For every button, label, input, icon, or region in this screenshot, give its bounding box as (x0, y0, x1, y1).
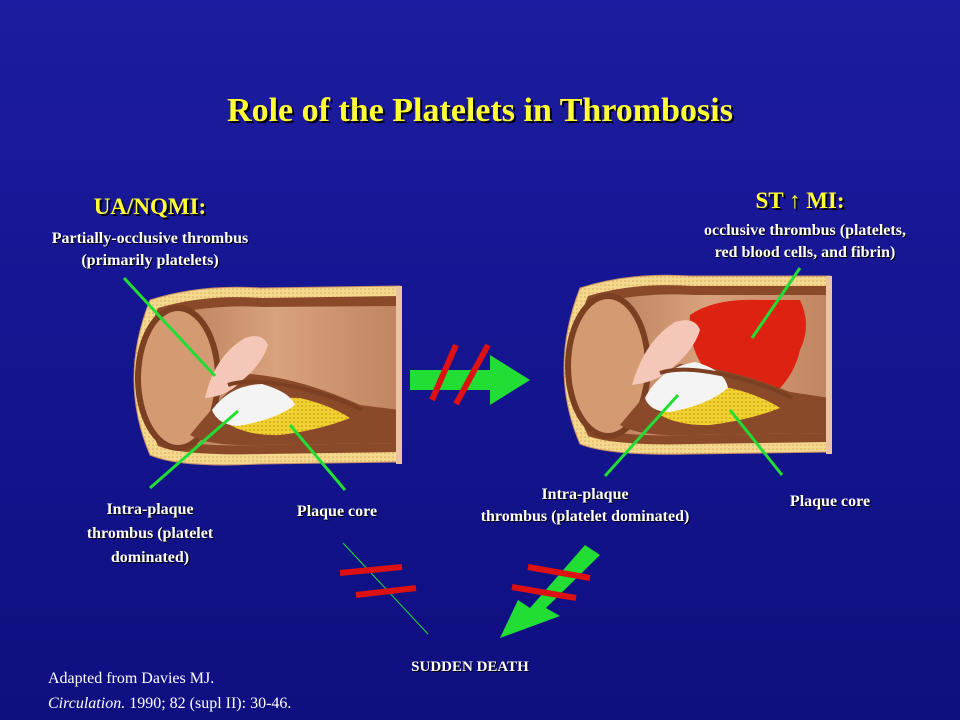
left-subheading-line1: Partially-occlusive thrombus (51, 230, 249, 247)
up-arrow-symbol: ↑ (788, 188, 801, 213)
sudden-death-label: SUDDEN DEATH (411, 659, 529, 675)
right-intra-plaque-label: Intra-plaque thrombus (platelet dominate… (430, 484, 740, 529)
blocked-mark-bottom (511, 564, 591, 601)
right-subheading-line1: occlusive thrombus (platelets, (704, 222, 906, 239)
citation-line2: Circulation. 1990; 82 (supl II): 30-46. (48, 692, 388, 717)
right-heading-prefix: ST (755, 188, 789, 213)
citation-details: 1990; 82 (supl II): 30-46. (125, 694, 292, 712)
left-sudden-death-line (342, 542, 429, 635)
right-subheading: occlusive thrombus (platelets, red blood… (650, 220, 960, 265)
blocked-mark-top (429, 343, 491, 406)
slide-title: Role of the Platelets in Thrombosis (227, 92, 733, 129)
right-subheading-line2: red blood cells, and fibrin) (714, 244, 896, 262)
right-heading: ST ↑ MI: (700, 188, 900, 214)
left-subheading-line2: (primarily platelets) (81, 252, 219, 270)
citation-line1: Adapted from Davies MJ. (48, 670, 215, 687)
left-plaque-core-label: Plaque core (296, 503, 378, 520)
citation: Adapted from Davies MJ. Circulation. 199… (48, 667, 388, 717)
connector-lines (122, 267, 802, 491)
left-intra-plaque-label: Intra-plaque thrombus (platelet dominate… (40, 498, 260, 570)
blocked-mark-left (339, 564, 417, 598)
right-vessel (563, 274, 832, 455)
right-intra-plaque-line2: thrombus (platelet dominated) (480, 508, 690, 526)
left-intra-plaque-line3: dominated) (110, 549, 190, 566)
right-plaque-core-label: Plaque core (789, 493, 871, 510)
right-heading-suffix: MI: (800, 188, 845, 213)
left-vessel (133, 285, 402, 466)
left-intra-plaque-line2: thrombus (platelet (86, 525, 214, 542)
citation-journal: Circulation. (48, 694, 126, 712)
right-intra-plaque-line1: Intra-plaque (541, 486, 629, 503)
left-subheading: Partially-occlusive thrombus (primarily … (0, 228, 300, 273)
left-intra-plaque-line1: Intra-plaque (106, 501, 194, 518)
left-heading: UA/NQMI: (93, 194, 207, 219)
